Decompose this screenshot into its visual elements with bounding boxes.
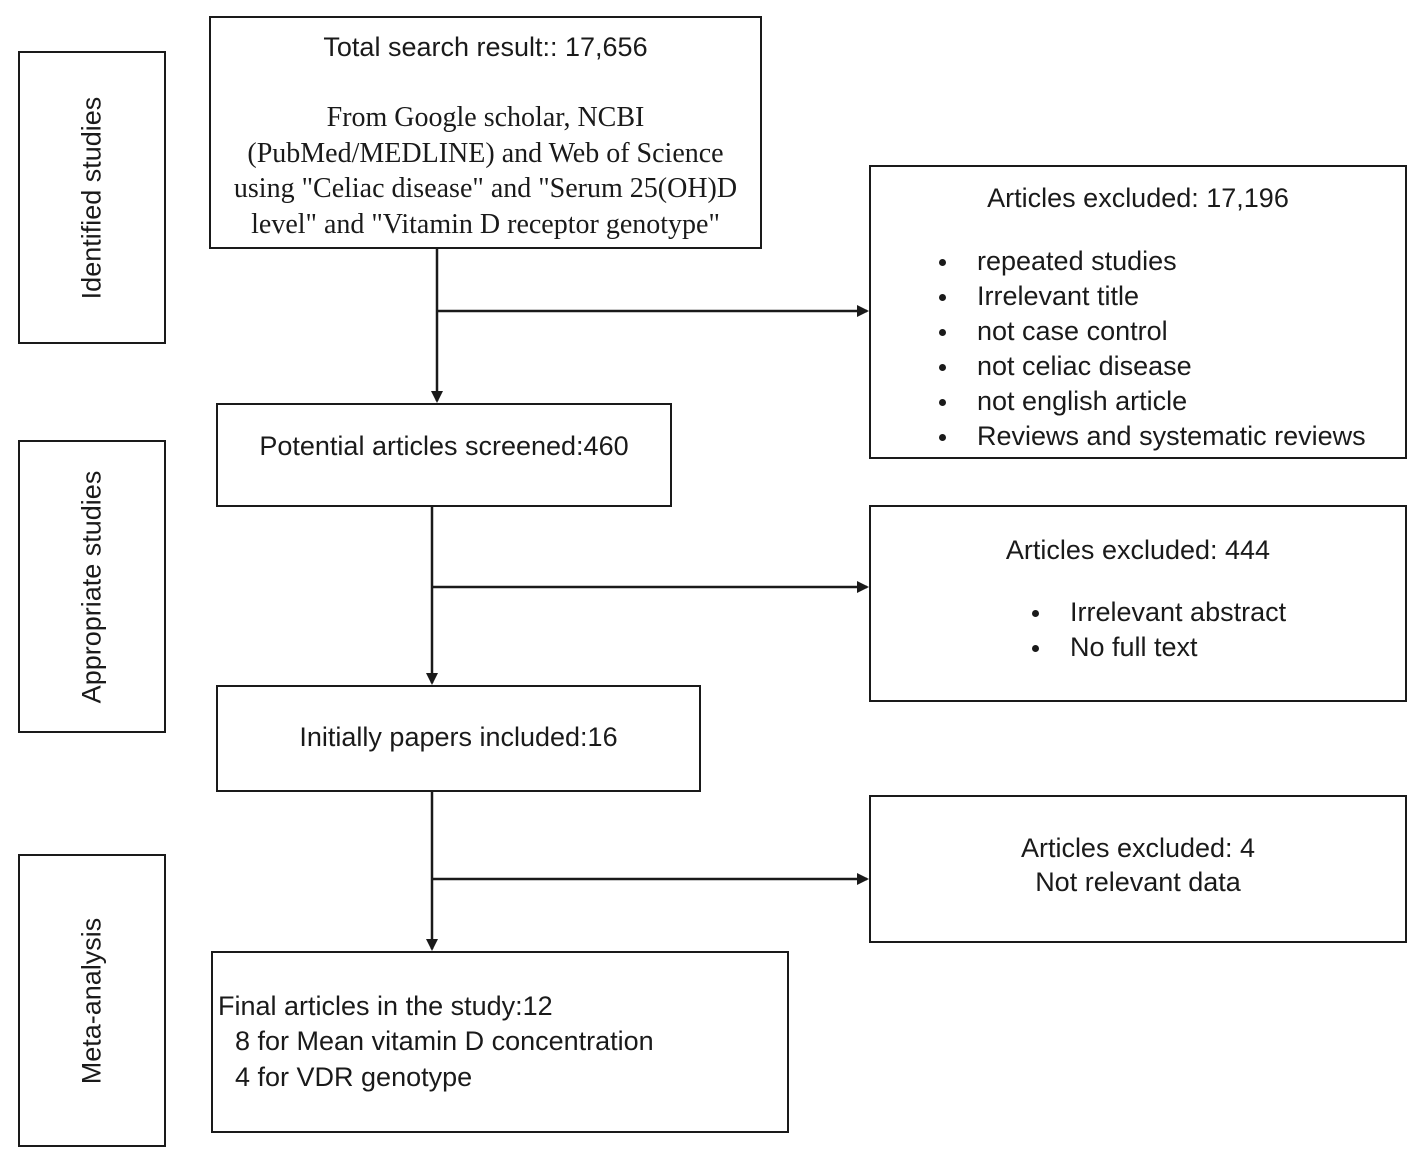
excluded-1-item: Reviews and systematic reviews (933, 419, 1366, 454)
excluded-box-3: Articles excluded: 4 Not relevant data (869, 795, 1407, 943)
search-source-line-2: (PubMed/MEDLINE) and Web of Science (247, 138, 724, 169)
excluded-box-1: Articles excluded: 17,196 repeated studi… (869, 165, 1407, 459)
excluded-box-2: Articles excluded: 444 Irrelevant abstra… (869, 505, 1407, 702)
excluded-2-item: No full text (1026, 630, 1286, 665)
screened-label: Potential articles screened:460 (259, 431, 629, 461)
screened-box: Potential articles screened:460 (216, 403, 672, 507)
final-articles-box: Final articles in the study:12 8 for Mea… (211, 951, 789, 1133)
search-source-line-3: using "Celiac disease" and "Serum 25(OH)… (233, 173, 738, 204)
excluded-3-subtitle: Not relevant data (1035, 867, 1241, 897)
excluded-1-title: Articles excluded: 17,196 (987, 183, 1289, 213)
side-label-appropriate-box: Appropriate studies (18, 440, 166, 733)
search-total: Total search result:: 17,656 (323, 32, 648, 62)
final-line-3: 4 for VDR genotype (235, 1062, 473, 1092)
excluded-2-title: Articles excluded: 444 (1005, 535, 1271, 565)
initial-included-box: Initially papers included:16 (216, 685, 701, 792)
excluded-1-item: repeated studies (933, 244, 1366, 279)
excluded-1-item: not celiac disease (933, 349, 1366, 384)
final-line-2: 8 for Mean vitamin D concentration (235, 1026, 654, 1056)
search-source-line-1: From Google scholar, NCBI (326, 102, 645, 133)
excluded-1-item: not english article (933, 384, 1366, 419)
search-result-box: Total search result:: 17,656 From Google… (209, 16, 762, 249)
excluded-2-item: Irrelevant abstract (1026, 595, 1286, 630)
excluded-1-item: not case control (933, 314, 1366, 349)
initial-included-label: Initially papers included:16 (299, 722, 618, 752)
excluded-3-title: Articles excluded: 4 (1020, 833, 1256, 863)
side-label-identified-box: Identified studies (18, 51, 166, 344)
excluded-1-list: repeated studies Irrelevant title not ca… (933, 244, 1366, 454)
excluded-2-list: Irrelevant abstract No full text (1026, 595, 1286, 665)
search-source-line-4: level" and "Vitamin D receptor genotype" (251, 209, 720, 240)
excluded-1-item: Irrelevant title (933, 279, 1366, 314)
side-label-meta-box: Meta-analysis (18, 854, 166, 1147)
final-line-1: Final articles in the study:12 (218, 991, 553, 1021)
